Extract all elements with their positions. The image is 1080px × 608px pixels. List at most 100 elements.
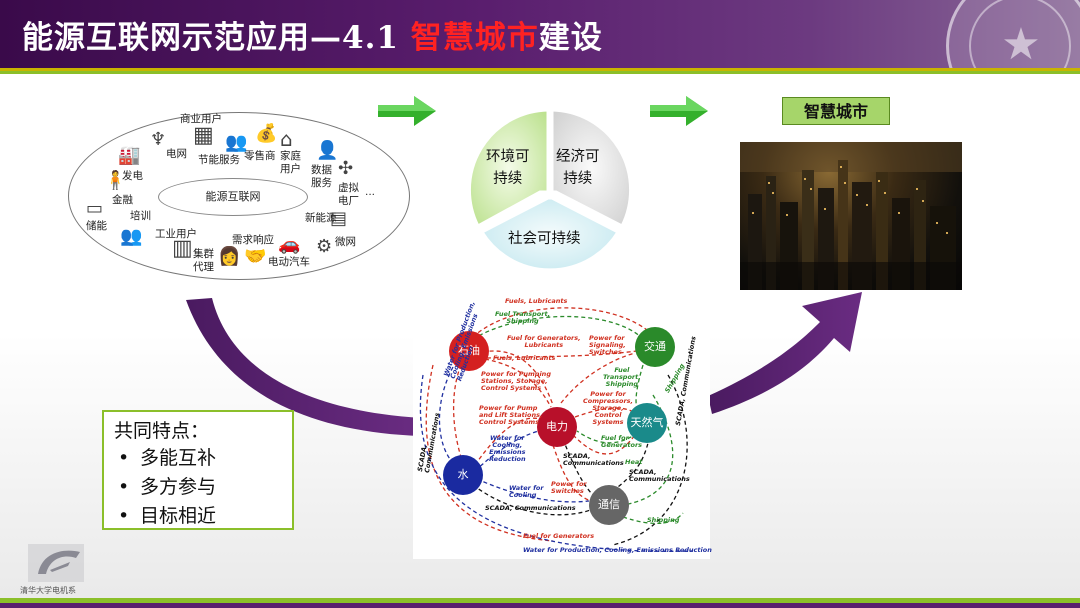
businessman-icon: 👤 bbox=[316, 140, 339, 161]
label-home: 家庭 用户 bbox=[280, 150, 301, 175]
finance-person-icon: 🧍 bbox=[104, 170, 127, 191]
link-label: Fuel Transport, Shipping bbox=[495, 310, 551, 325]
wind-turbine-icon: ✣ bbox=[338, 158, 354, 179]
microgrid-icon: ⚙ bbox=[316, 236, 333, 257]
label-demand: 需求响应 bbox=[232, 234, 274, 246]
label-finance: 金融 bbox=[112, 194, 133, 206]
star-icon: ★ bbox=[1001, 19, 1041, 70]
bullet: • bbox=[118, 476, 130, 498]
building-icon: ▦ bbox=[193, 123, 214, 148]
link-label: Power for Compressors, Storage, Control … bbox=[583, 390, 634, 426]
label-training: 培训 bbox=[130, 210, 151, 222]
city-skyline-graphic bbox=[740, 142, 962, 290]
label-virtual-plant: 虚拟 电厂 bbox=[338, 182, 359, 207]
node-comm: 通信 bbox=[589, 485, 629, 525]
link-label: Power for Pump and Lift Stations, Contro… bbox=[479, 404, 543, 426]
title-bar: 能源互联网示范应用—4.1 智慧城市建设 ★ bbox=[0, 0, 1080, 120]
feature-text: 目标相近 bbox=[140, 505, 217, 527]
label-microgrid: 微网 bbox=[335, 236, 356, 248]
label-generation: 发电 bbox=[122, 170, 143, 182]
agent-icon: 👩 bbox=[218, 246, 241, 267]
label-industrial: 工业用户 bbox=[155, 228, 197, 240]
infrastructure-interdependency-diagram: 石油 交通 电力 天然气 水 通信 Fuels, Lubricants Fuel… bbox=[413, 295, 712, 559]
feature-text: 多方参与 bbox=[140, 476, 217, 498]
node-gas: 天然气 bbox=[627, 403, 667, 443]
label-storage: 储能 bbox=[86, 220, 107, 232]
label-energy-service: 节能服务 bbox=[198, 154, 240, 166]
label-retailer: 零售商 bbox=[244, 150, 276, 162]
handshake-icon: 🤝 bbox=[244, 246, 267, 267]
footer-line-purple bbox=[0, 603, 1080, 608]
env-label: 环境可 持续 bbox=[486, 149, 530, 187]
link-label: Power for Pumping Stations, Storage, Con… bbox=[481, 370, 551, 392]
bullet: • bbox=[118, 505, 130, 527]
node-oil: 石油 bbox=[449, 331, 489, 371]
link-label: Fuel Transport, Shipping bbox=[603, 366, 641, 388]
city-night-photo bbox=[740, 142, 962, 290]
link-label: SCADA, Communications bbox=[485, 504, 576, 512]
features-title: 共同特点： bbox=[114, 420, 210, 442]
department-logo-text: 清华大学电机系 bbox=[20, 586, 76, 595]
slide-title: 能源互联网示范应用—4.1 智慧城市建设 bbox=[22, 12, 603, 57]
people-icon: 👥 bbox=[225, 132, 248, 153]
car-icon: 🚗 bbox=[278, 234, 301, 255]
link-label: Fuel for Generators, Lubricants bbox=[507, 334, 581, 349]
link-label: Fuel for Generators bbox=[523, 532, 595, 540]
social-label: 社会可持续 bbox=[508, 231, 581, 247]
solar-panel-icon: ▤ bbox=[330, 208, 348, 229]
power-tower-icon: ♆ bbox=[150, 129, 167, 150]
link-label: Power for Switches bbox=[551, 480, 587, 495]
title-number: 4.1 bbox=[342, 20, 399, 56]
cycle-graphic bbox=[467, 108, 633, 272]
common-features-box: 共同特点： • 多能互补 • 多方参与 • 目标相近 bbox=[102, 410, 294, 530]
industry-icon: ▥ bbox=[172, 236, 193, 261]
footer-line-green bbox=[0, 598, 1080, 603]
department-logo-icon bbox=[28, 544, 84, 582]
econ-label: 经济可 持续 bbox=[556, 149, 600, 187]
link-label: Water for Cooling bbox=[509, 484, 544, 499]
label-ellipsis: ... bbox=[365, 186, 376, 198]
link-label: Heat bbox=[625, 458, 643, 466]
feature-text: 多能互补 bbox=[140, 447, 217, 469]
house-icon: ⌂ bbox=[280, 127, 293, 151]
header-divider-green bbox=[0, 71, 1080, 74]
node-transport: 交通 bbox=[635, 327, 675, 367]
sustainability-cycle: 环境可 持续 经济可 持续 社会可持续 bbox=[452, 100, 644, 278]
energy-internet-core bbox=[158, 178, 308, 216]
network-links bbox=[419, 307, 694, 552]
label-cluster: 集群 代理 bbox=[193, 248, 214, 273]
label-data-service: 数据 服务 bbox=[311, 164, 332, 189]
link-label: Power for Signaling, Switches bbox=[589, 334, 626, 356]
factory-icon: 🏭 bbox=[118, 145, 141, 166]
title-text-end: 建设 bbox=[538, 20, 603, 56]
energy-internet-label: 能源互联网 bbox=[205, 190, 261, 203]
university-seal-icon: ★ bbox=[946, 0, 1080, 120]
trainer-icon: 👥 bbox=[120, 226, 143, 247]
feature-item: • 目标相近 bbox=[114, 502, 282, 531]
feature-item: • 多能互补 bbox=[114, 444, 282, 473]
label-commercial: 商业用户 bbox=[180, 113, 222, 125]
link-label: Fuels, Lubricants bbox=[493, 354, 556, 362]
green-arrow-right-icon bbox=[650, 96, 708, 126]
link-label: Fuels, Lubricants bbox=[505, 297, 568, 305]
green-arrow-left-icon bbox=[378, 96, 436, 126]
feature-item: • 多方参与 bbox=[114, 473, 282, 502]
econ-segment bbox=[550, 108, 633, 229]
money-icon: 💰 bbox=[255, 123, 278, 144]
header-divider-gold bbox=[0, 68, 1080, 71]
link-label: SCADA, Communications bbox=[629, 468, 690, 483]
battery-icon: ▭ bbox=[86, 198, 104, 219]
link-label: Water for Production, Cooling, Emissions… bbox=[523, 546, 712, 554]
bullet: • bbox=[118, 447, 130, 469]
node-power: 电力 bbox=[537, 407, 577, 447]
label-new-energy: 新能源 bbox=[305, 212, 337, 224]
link-label: SCADA, Communications bbox=[563, 452, 624, 467]
title-highlight: 智慧城市 bbox=[410, 20, 539, 56]
left-curved-arrow bbox=[186, 298, 422, 436]
node-water: 水 bbox=[443, 455, 483, 495]
smart-city-label: 智慧城市 bbox=[782, 97, 890, 125]
label-grid: 电网 bbox=[166, 148, 187, 160]
link-label: Water for Cooling, Emissions Reduction bbox=[489, 434, 526, 463]
link-label: Fuel for Generators bbox=[601, 434, 643, 449]
